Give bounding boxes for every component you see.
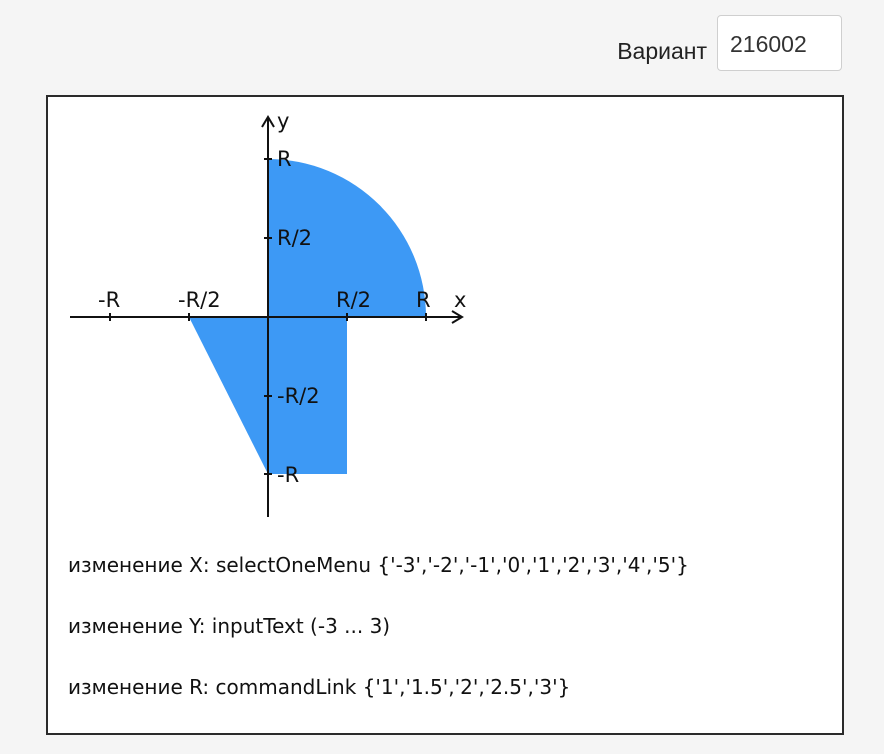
y-tick-label-half-r: R/2 [277, 226, 312, 250]
quarter-circle-region [268, 159, 426, 317]
y-axis-label: y [277, 109, 289, 133]
y-axis-arrow [261, 115, 275, 128]
x-tick-label-neg-half-r: -R/2 [178, 288, 221, 312]
rectangle-region [268, 317, 347, 474]
task-panel: -R -R/2 R/2 R x R R/2 -R/2 -R y изменени… [46, 95, 844, 735]
x-tick-label-neg-r: -R [98, 288, 120, 312]
r-change-rule: изменение R: commandLink {'1','1.5','2',… [68, 675, 571, 699]
x-change-rule: изменение X: selectOneMenu {'-3','-2','-… [68, 553, 689, 577]
variant-row: Вариант 216002 [0, 0, 884, 90]
y-change-rule: изменение Y: inputText (-3 ... 3) [68, 614, 391, 638]
triangle-region [189, 317, 268, 474]
x-tick-label-half-r: R/2 [336, 288, 371, 312]
x-tick-label-r: R [416, 288, 431, 312]
variant-field[interactable]: 216002 [717, 15, 842, 71]
y-tick-label-neg-r: -R [277, 463, 299, 487]
y-tick-label-neg-half-r: -R/2 [277, 384, 320, 408]
area-diagram: -R -R/2 R/2 R x R R/2 -R/2 -R y [70, 109, 466, 517]
x-axis-arrow [451, 310, 464, 324]
y-tick-label-r: R [277, 147, 292, 171]
variant-label: Вариант [617, 38, 707, 64]
x-axis-label: x [454, 288, 466, 312]
